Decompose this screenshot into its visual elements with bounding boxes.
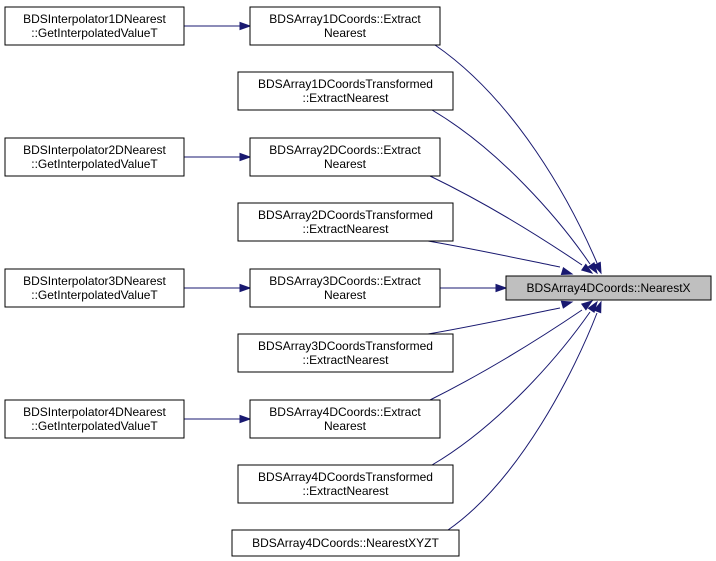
node-label-line: BDSInterpolator3DNearest — [23, 274, 166, 288]
edge-a1dt-to-target — [431, 109, 598, 275]
node-label-line: Nearest — [324, 157, 367, 171]
node-label-line: BDSInterpolator4DNearest — [23, 405, 166, 419]
node-box — [4, 399, 185, 439]
edge-a2dt-to-target — [427, 240, 574, 276]
nodes-layer: BDSInterpolator1DNearest::GetInterpolate… — [4, 6, 712, 557]
node-label-line: BDSInterpolator2DNearest — [23, 143, 166, 157]
node-box — [231, 529, 460, 557]
node-a2dt[interactable]: BDSArray2DCoordsTransformed::ExtractNear… — [237, 202, 454, 242]
node-label-line: ::GetInterpolatedValueT — [31, 157, 158, 171]
arrowhead-icon — [239, 152, 252, 162]
node-label-line: BDSArray4DCoords::NearestX — [526, 281, 690, 295]
node-label-line: ::ExtractNearest — [302, 91, 389, 105]
arrowhead-icon — [587, 300, 598, 314]
node-interp1d[interactable]: BDSInterpolator1DNearest::GetInterpolate… — [4, 6, 185, 46]
arrowhead-icon — [495, 283, 508, 293]
node-label-line: BDSArray2DCoordsTransformed — [258, 208, 433, 222]
edge-line — [427, 240, 561, 268]
arrowhead-icon — [580, 300, 594, 311]
edge-a3d-to-target — [440, 283, 508, 293]
edge-line — [447, 312, 598, 531]
edge-a3dt-to-target — [427, 300, 574, 335]
edge-line — [434, 44, 598, 264]
node-a1dt[interactable]: BDSArray1DCoordsTransformed::ExtractNear… — [237, 71, 454, 111]
node-a2d[interactable]: BDSArray2DCoords::ExtractNearest — [249, 137, 441, 177]
arrowhead-icon — [239, 283, 252, 293]
edge-nxyzt-to-target — [447, 300, 602, 531]
node-box — [249, 399, 441, 439]
edge-line — [429, 309, 583, 401]
edges-layer — [184, 21, 602, 531]
node-label-line: ::ExtractNearest — [302, 484, 389, 498]
node-box — [4, 6, 185, 46]
edge-a4dt-to-target — [431, 300, 598, 466]
node-label-line: BDSArray3DCoords::Extract — [269, 274, 421, 288]
node-box — [249, 137, 441, 177]
node-label-line: ::ExtractNearest — [302, 353, 389, 367]
node-a4dt[interactable]: BDSArray4DCoordsTransformed::ExtractNear… — [237, 464, 454, 504]
node-interp4d[interactable]: BDSInterpolator4DNearest::GetInterpolate… — [4, 399, 185, 439]
arrowhead-icon — [593, 261, 602, 275]
edge-interp3d-to-a3d — [184, 283, 252, 293]
arrowhead-icon — [560, 266, 574, 276]
node-label-line: ::GetInterpolatedValueT — [31, 419, 158, 433]
arrowhead-icon — [560, 300, 574, 309]
edge-a1d-to-target — [434, 44, 602, 275]
edge-line — [431, 311, 591, 466]
node-label-line: BDSInterpolator1DNearest — [23, 12, 166, 26]
node-label-line: BDSArray4DCoordsTransformed — [258, 470, 433, 484]
node-label-line: Nearest — [324, 288, 367, 302]
node-label-line: Nearest — [324, 26, 367, 40]
node-interp3d[interactable]: BDSInterpolator3DNearest::GetInterpolate… — [4, 268, 185, 308]
node-label-line: BDSArray1DCoords::Extract — [269, 12, 421, 26]
edge-a2d-to-target — [429, 175, 594, 274]
node-box — [4, 268, 185, 308]
edge-line — [429, 175, 583, 266]
node-box — [505, 275, 712, 301]
edge-line — [431, 109, 591, 265]
node-box — [237, 71, 454, 111]
node-interp2d[interactable]: BDSInterpolator2DNearest::GetInterpolate… — [4, 137, 185, 177]
node-label-line: ::GetInterpolatedValueT — [31, 26, 158, 40]
node-label-line: BDSArray2DCoords::Extract — [269, 143, 421, 157]
arrowhead-icon — [587, 261, 598, 275]
arrowhead-icon — [239, 414, 252, 424]
node-a3d[interactable]: BDSArray3DCoords::ExtractNearest — [249, 268, 441, 308]
arrowhead-icon — [580, 263, 594, 274]
node-label-line: BDSArray3DCoordsTransformed — [258, 339, 433, 353]
node-box — [237, 333, 454, 373]
node-a1d[interactable]: BDSArray1DCoords::ExtractNearest — [249, 6, 441, 46]
edge-interp1d-to-a1d — [184, 21, 252, 31]
node-label-line: BDSArray1DCoordsTransformed — [258, 77, 433, 91]
arrowhead-icon — [593, 300, 602, 314]
node-box — [4, 137, 185, 177]
arrowhead-icon — [239, 21, 252, 31]
node-box — [237, 464, 454, 504]
node-label-line: BDSArray4DCoords::NearestXYZT — [252, 536, 439, 550]
node-box — [249, 268, 441, 308]
node-label-line: Nearest — [324, 419, 367, 433]
edge-interp4d-to-a4d — [184, 414, 252, 424]
target-node[interactable]: BDSArray4DCoords::NearestX — [505, 275, 712, 301]
edge-line — [427, 307, 561, 335]
node-a3dt[interactable]: BDSArray3DCoordsTransformed::ExtractNear… — [237, 333, 454, 373]
node-label-line: BDSArray4DCoords::Extract — [269, 405, 421, 419]
node-label-line: ::ExtractNearest — [302, 222, 389, 236]
node-nxyzt[interactable]: BDSArray4DCoords::NearestXYZT — [231, 529, 460, 557]
node-label-line: ::GetInterpolatedValueT — [31, 288, 158, 302]
edge-interp2d-to-a2d — [184, 152, 252, 162]
node-a4d[interactable]: BDSArray4DCoords::ExtractNearest — [249, 399, 441, 439]
node-box — [237, 202, 454, 242]
node-box — [249, 6, 441, 46]
edge-a4d-to-target — [429, 300, 594, 401]
